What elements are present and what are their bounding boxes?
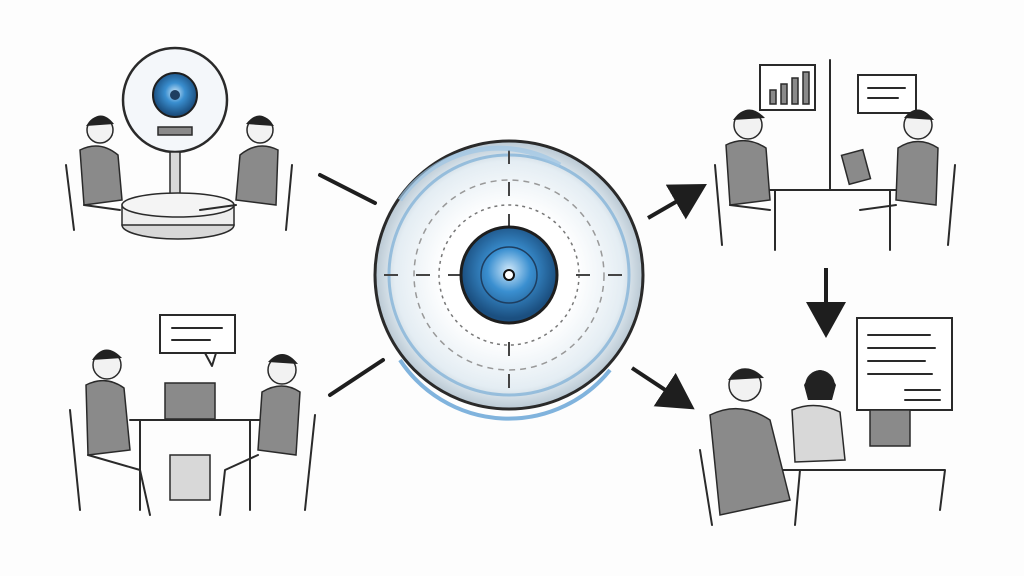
scene-camera-meeting (65, 46, 293, 240)
person-figure (714, 109, 771, 246)
arrow-icon (647, 184, 707, 220)
scene-office-presentation (714, 59, 956, 251)
bar-chart-icon (759, 64, 816, 111)
central-lens-icon (373, 139, 645, 421)
camera-on-stand-icon (121, 46, 235, 240)
scene-desk-discussion (69, 314, 316, 516)
speech-bubble-icon (857, 74, 917, 114)
speech-bubble-icon (159, 314, 236, 367)
person-figure (791, 370, 846, 463)
person-figure (859, 109, 956, 246)
connector-line-bottom-left (328, 358, 385, 397)
person-figure (65, 115, 123, 231)
person-figure (69, 349, 151, 516)
person-figure (219, 353, 316, 516)
arrow-icon (630, 366, 695, 410)
connector-line-top-left (318, 173, 377, 205)
monitor-icon (869, 409, 911, 447)
document-board-icon (856, 317, 953, 411)
scene-desk-review (699, 317, 953, 526)
person-figure (699, 368, 791, 526)
person-figure (199, 115, 293, 231)
monitor-icon (164, 382, 216, 420)
